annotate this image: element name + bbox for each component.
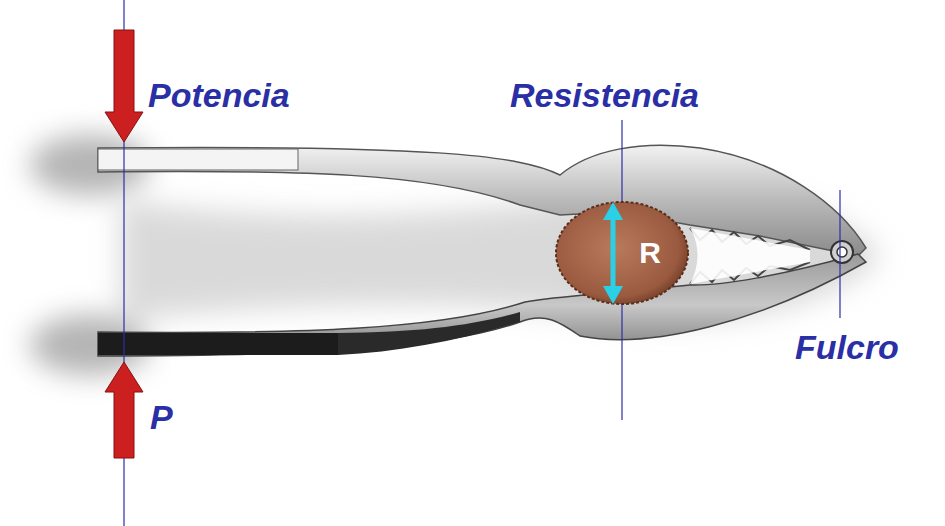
hinge-pin: [831, 241, 853, 263]
force-letter: P: [150, 400, 173, 434]
hinge-hole: [837, 247, 847, 257]
nut-shape: [554, 200, 690, 306]
force-arrow-down: [105, 30, 143, 142]
force-label: Potencia: [148, 78, 290, 112]
lower-handle: [98, 333, 338, 355]
lower-handle-taper: [338, 312, 520, 355]
drop-shadow: [30, 135, 880, 375]
resistance-letter: R: [639, 238, 661, 268]
resistance-label: Resistencia: [510, 78, 699, 112]
fulcrum-line: [839, 190, 840, 318]
force-arrow-up: [105, 362, 143, 458]
jaw-gap: [690, 228, 810, 284]
upper-handle: [98, 149, 298, 170]
fulcrum-label: Fulcro: [795, 330, 899, 364]
nut: R: [554, 200, 690, 306]
